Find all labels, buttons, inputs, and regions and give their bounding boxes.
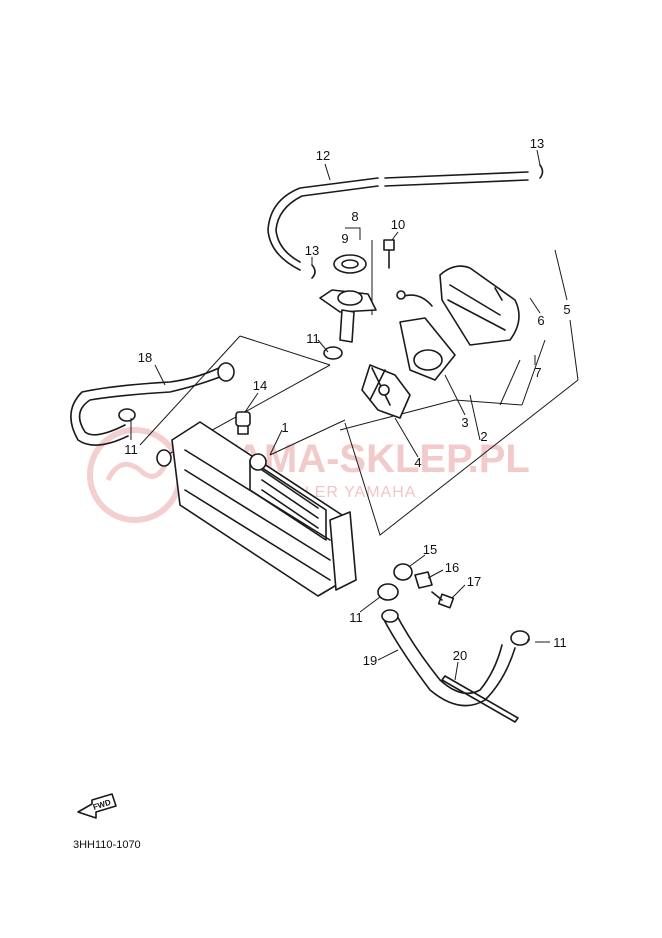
part-20-tie	[441, 675, 519, 723]
callout-19: 19	[363, 653, 377, 668]
part-8-filler-neck	[319, 254, 377, 343]
part-1-radiator	[156, 421, 357, 597]
part-4-fan-blade	[361, 364, 411, 419]
callout-9: 9	[341, 231, 348, 246]
callout-17: 17	[467, 574, 481, 589]
callout-13b: 13	[305, 243, 319, 258]
callout-3: 3	[461, 415, 468, 430]
diagram-code: 3HH110-1070	[73, 839, 141, 851]
callout-1: 1	[281, 420, 288, 435]
part-2-fan-shroud	[439, 265, 520, 346]
callouts: 1 2 3 4 5 6 7 8 9 10 11 11 11 11 11 12 1…	[124, 136, 571, 681]
part-3-fan-motor	[396, 290, 456, 381]
callout-8: 8	[351, 209, 358, 224]
callout-11d: 11	[553, 635, 567, 650]
part-10-bolt	[383, 239, 395, 269]
callout-20: 20	[453, 648, 467, 663]
callout-11c: 11	[349, 610, 363, 625]
part-19-lower-hose	[381, 609, 516, 707]
callout-4: 4	[414, 455, 421, 470]
callout-5: 5	[563, 302, 570, 317]
callout-11a: 11	[306, 331, 320, 346]
callout-12: 12	[316, 148, 330, 163]
callout-18: 18	[138, 350, 152, 365]
callout-11b: 11	[124, 442, 138, 457]
part-14-cap	[235, 411, 251, 435]
part-18-upper-hose	[70, 362, 235, 446]
part-13-clips	[311, 164, 544, 279]
part-12-hose	[267, 171, 529, 271]
callout-10: 10	[391, 217, 405, 232]
callout-16: 16	[445, 560, 459, 575]
part-15-16-17-mount	[393, 563, 455, 609]
fwd-arrow-icon: FWD	[77, 793, 117, 819]
callout-6: 6	[537, 313, 544, 328]
watermark-logo-mark	[105, 461, 168, 482]
callout-2: 2	[480, 429, 487, 444]
callout-13a: 13	[530, 136, 544, 151]
callout-7: 7	[534, 365, 541, 380]
callout-15: 15	[423, 542, 437, 557]
callout-14: 14	[253, 378, 267, 393]
